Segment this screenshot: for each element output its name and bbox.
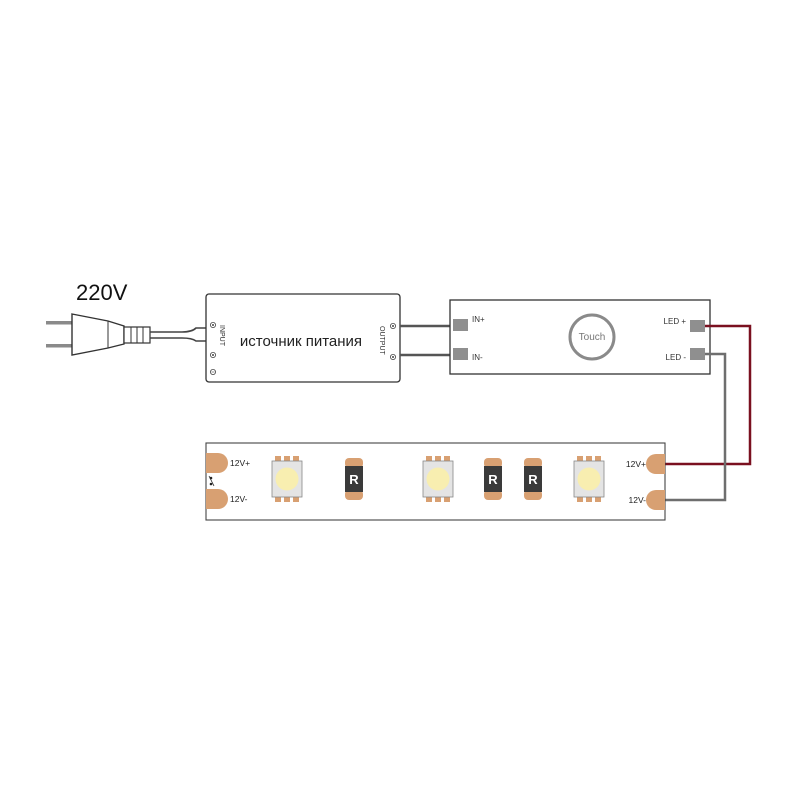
input-label: INPUT [218,325,225,347]
led-minus-label: LED - [666,353,687,362]
power-supply-label: источник питания [240,333,362,350]
power-supply: источник питания INPUT OUTPUT [205,293,401,383]
touch-button[interactable] [568,313,616,361]
smd-led [271,456,303,502]
resistor-label: R [488,472,498,487]
in-minus-label: IN- [472,353,483,362]
led-negative-wire [662,352,727,502]
led-plus-pad [690,320,705,332]
resistor: R [484,458,502,500]
output-label: OUTPUT [378,326,385,356]
led-plus-label: LED + [664,317,687,326]
left-plus-label: 12V+ [230,458,250,468]
smd-led [422,456,454,502]
smd-led [573,456,605,502]
right-minus-label: 12V- [629,495,647,505]
resistor-label: R [528,472,538,487]
in-plus-label: IN+ [472,315,485,324]
led-positive-wire [662,324,752,466]
resistor: R [524,458,542,500]
in-minus-pad [453,348,468,360]
right-plus-pad [646,454,665,474]
in-plus-pad [453,319,468,331]
mains-cable [150,327,206,342]
resistor-label: R [349,472,359,487]
led-strip: 12V+ 12V- 12V+ 12V- R [205,442,666,521]
resistor: R [345,458,363,500]
plug-icon [46,313,151,356]
left-plus-pad [206,453,228,473]
touch-controller: IN+ IN- Touch LED + LED - [449,299,711,375]
touch-button-label: Touch [579,332,606,343]
cut-mark-icon [208,475,215,487]
right-minus-pad [646,490,665,510]
right-plus-label: 12V+ [626,459,646,469]
led-minus-pad [690,348,705,360]
left-minus-pad [206,489,228,509]
left-minus-label: 12V- [230,494,248,504]
voltage-label: 220V [76,280,128,305]
